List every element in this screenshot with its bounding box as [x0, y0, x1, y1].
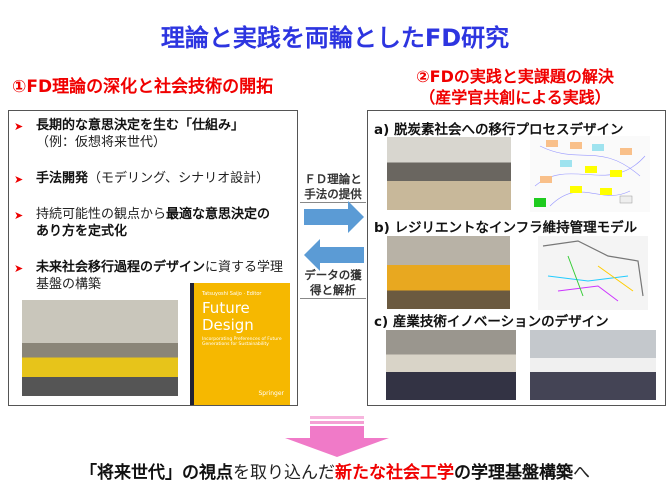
left-arrow-icon	[304, 239, 364, 271]
arrow-bullet-icon: ➤	[14, 120, 24, 133]
right-heading-line2: （産学官共創による実践）	[419, 88, 611, 107]
workshop-photo	[22, 300, 178, 396]
right-heading: ②FDの実践と実課題の解決 （産学官共創による実践）	[370, 66, 660, 108]
process-network-diagram	[530, 136, 650, 212]
bullet-4: ➤未来社会移行過程のデザインに資する学理基盤の構築	[14, 260, 284, 292]
theory-provision-label: ＦＤ理論と手法の提供	[300, 172, 366, 203]
conclusion-text: 「将来世代」の視点を取り込んだ新たな社会工学の学理基盤構築へ	[80, 463, 590, 483]
right-heading-line1: ②FDの実践と実課題の解決	[416, 67, 614, 86]
left-heading: ①FD理論の深化と社会技術の開拓	[12, 77, 274, 97]
arrow-bullet-icon: ➤	[14, 209, 24, 222]
industry-workshop-photo-1	[386, 330, 516, 400]
arrow-bullet-icon: ➤	[14, 173, 24, 186]
right-arrow-icon	[304, 201, 364, 233]
future-design-book-cover: Tatsuyoshi Saijo · Editor Future Design …	[190, 283, 290, 405]
infrastructure-map	[538, 236, 648, 310]
bullet-1: ➤長期的な意思決定を生む「仕組み」（例：仮想将来世代）	[14, 118, 245, 150]
bullet-3: ➤持続可能性の観点から最適な意思決定のあり方を定式化	[14, 207, 271, 239]
infrastructure-workshop-photo	[387, 236, 510, 309]
data-analysis-label: データの獲得と解析	[300, 268, 366, 299]
down-arrow-icon	[285, 416, 389, 457]
decarbonization-workshop-photo	[387, 137, 511, 210]
item-c-label: c) 産業技術イノベーションのデザイン	[374, 314, 609, 330]
industry-workshop-photo-2	[530, 330, 656, 400]
bullet-2: ➤手法開発（モデリング、シナリオ設計）	[14, 171, 270, 186]
arrow-bullet-icon: ➤	[14, 262, 24, 275]
item-a-label: a) 脱炭素社会への移行プロセスデザイン	[374, 122, 624, 138]
item-b-label: b) レジリエントなインフラ維持管理モデル	[374, 220, 638, 236]
slide-title: 理論と実践を両輪としたFD研究	[160, 24, 510, 52]
